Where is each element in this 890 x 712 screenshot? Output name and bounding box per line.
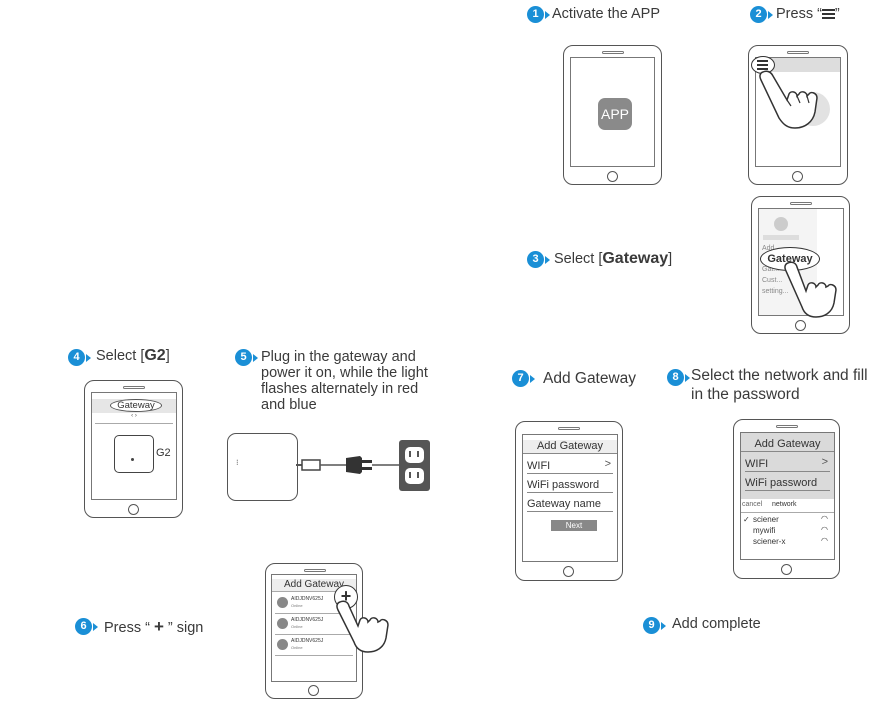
- step-5-line-1: Plug in the gateway and: [261, 349, 416, 365]
- phone-screen: Add Gateway WIFI > WiFi password Gateway…: [522, 434, 618, 562]
- gateway-list-item[interactable]: AIDJDNV625J Online: [275, 595, 353, 614]
- add-gateway-title: Add Gateway: [523, 440, 617, 454]
- gateway-list-item[interactable]: AIDJDNV625J Online: [275, 616, 353, 635]
- chevron-right-icon: >: [604, 458, 611, 470]
- step-8-arrow: [685, 374, 690, 382]
- phone-add-gateway-form: Add Gateway WIFI > WiFi password Gateway…: [515, 421, 623, 581]
- step-7-arrow: [530, 375, 535, 383]
- gateway-device: ⁝: [227, 433, 298, 501]
- gateway-menu-item[interactable]: Gateway: [760, 247, 820, 271]
- gateway-name-row[interactable]: Gateway name: [527, 494, 613, 512]
- g2-label: G2: [156, 447, 171, 459]
- cancel-button[interactable]: cancel: [742, 501, 763, 508]
- wifi-signal-icon: ◠: [821, 514, 828, 523]
- step-4-text: Select [G2]: [96, 347, 170, 364]
- step-5-line-4: and blue: [261, 397, 317, 413]
- network-option[interactable]: ✓ sciener ◠: [743, 514, 828, 524]
- wall-outlet: [399, 440, 430, 491]
- wifi-password-row[interactable]: WiFi password: [745, 473, 830, 491]
- home-button: [308, 685, 319, 696]
- step-3-number: 3: [527, 251, 544, 268]
- pointing-hand-icon: [336, 600, 389, 653]
- phone-screen: Add Gateway WIFI > WiFi password cancel …: [740, 432, 835, 560]
- network-option[interactable]: sciener-x ◠: [753, 536, 828, 546]
- phone-add-gateway-list: Add Gateway AIDJDNV625J Online AIDJDNV62…: [265, 563, 389, 699]
- check-icon: ✓: [743, 515, 750, 524]
- step-2-text: Press “”: [776, 6, 840, 22]
- pointing-hand-icon: [759, 70, 818, 129]
- step-9-arrow: [661, 622, 666, 630]
- phone-screen: Gateway ‹ › G2: [91, 392, 177, 500]
- menu-button-icon[interactable]: [751, 56, 775, 74]
- step-6-arrow: [93, 623, 98, 631]
- home-button: [795, 320, 806, 331]
- step-5-arrow: [253, 354, 258, 362]
- next-button[interactable]: Next: [551, 520, 597, 531]
- step-7-number: 7: [512, 370, 529, 387]
- step-4-number: 4: [68, 349, 85, 366]
- step-9-text: Add complete: [672, 616, 761, 632]
- add-gateway-title: Add Gateway: [272, 579, 356, 592]
- step-8-line-1: Select the network and fill: [691, 367, 868, 384]
- step-6-text: Press “ + ” sign: [104, 617, 204, 636]
- add-gateway-title: Add Gateway: [741, 438, 834, 452]
- g2-device[interactable]: [114, 435, 154, 473]
- step-8-number: 8: [667, 369, 684, 386]
- home-button: [792, 171, 803, 182]
- step-6-number: 6: [75, 618, 92, 635]
- step-5-line-2: power it on, while the light: [261, 365, 428, 381]
- wifi-signal-icon: ◠: [821, 525, 828, 534]
- wifi-password-row[interactable]: WiFi password: [527, 475, 613, 493]
- step-2-arrow: [768, 11, 773, 19]
- phone-activate-app: APP: [563, 45, 662, 185]
- pointing-hand-icon: [784, 261, 837, 318]
- step-9-number: 9: [643, 617, 660, 634]
- wifi-row[interactable]: WIFI >: [745, 456, 830, 472]
- chevron-right-icon: >: [821, 456, 828, 468]
- step-1-arrow: [545, 11, 550, 19]
- step-4-arrow: [86, 354, 91, 362]
- menu-icon: [821, 7, 835, 21]
- step-2-number: 2: [750, 6, 767, 23]
- wifi-row[interactable]: WIFI >: [527, 458, 613, 474]
- phone-screen: [755, 57, 841, 167]
- phone-select-g2: Gateway ‹ › G2: [84, 380, 183, 518]
- step-1-text: Activate the APP: [552, 6, 661, 22]
- step-1-number: 1: [527, 6, 544, 23]
- phone-screen: APP: [570, 57, 655, 167]
- home-button: [128, 504, 139, 515]
- phone-press-menu: [748, 45, 848, 185]
- step-5-line-3: flashes alternately in red: [261, 381, 419, 397]
- gateway-list-item[interactable]: AIDJDNV625J Online: [275, 637, 353, 656]
- step-3-text: Select [Gateway]: [554, 250, 673, 267]
- network-option[interactable]: mywifi ◠: [753, 525, 828, 535]
- usb-cable: [296, 456, 400, 474]
- home-button: [563, 566, 574, 577]
- step-7-text: Add Gateway: [543, 370, 637, 387]
- picker-title: network: [772, 501, 797, 508]
- step-8-line-2: in the password: [691, 386, 800, 403]
- phone-select-gateway: Add ... Gat... Cust... setting... Gatewa…: [751, 196, 850, 334]
- phone-select-network: Add Gateway WIFI > WiFi password cancel …: [733, 419, 840, 579]
- network-picker: cancel network ✓ sciener ◠ mywifi ◠ scie…: [741, 499, 834, 559]
- step-5-number: 5: [235, 349, 252, 366]
- gateway-title: Gateway: [110, 399, 162, 412]
- home-button: [607, 171, 618, 182]
- home-button: [781, 564, 792, 575]
- wifi-signal-icon: ◠: [821, 536, 828, 545]
- step-3-arrow: [545, 256, 550, 264]
- app-icon[interactable]: APP: [598, 98, 632, 130]
